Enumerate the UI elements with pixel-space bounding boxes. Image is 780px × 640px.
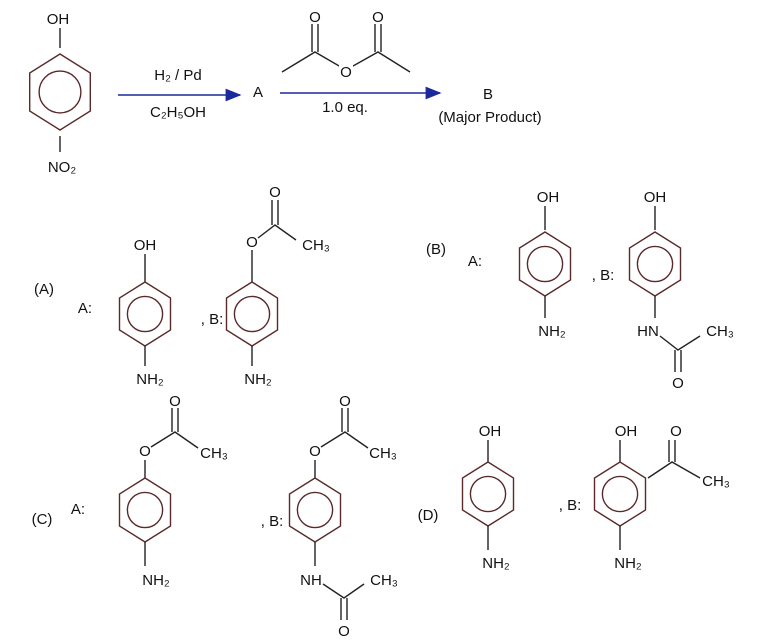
a-label: A: [468,253,482,270]
ring-hexagon [29,53,92,131]
ester-o: O [246,234,258,251]
carbonyl-o: O [372,9,384,26]
ch3-label: CH₃ [370,572,398,589]
aromatic-circle [296,491,334,529]
aromatic-circle [38,70,82,114]
ch3-label: CH₃ [369,445,397,462]
aromatic-circle [233,295,271,333]
a-label: A: [71,501,85,518]
aromatic-circle [126,295,164,333]
carbonyl-o: O [269,184,281,201]
oh-label: OH [134,237,157,254]
ch3-label: CH₃ [702,473,730,490]
carbonyl-o: O [309,9,321,26]
option-label: (A) [34,281,54,298]
oh-label: OH [47,11,70,28]
carbonyl-o: O [670,423,682,440]
option-a[interactable]: (A) A: OH NH₂ , B: O O CH₃ NH₂ [34,184,330,388]
step1-reagent: H₂ / Pd [154,67,202,84]
b-label: , B: [201,311,224,328]
acetic-anhydride: O O O [281,9,411,81]
benzene-ring [461,461,515,527]
ester-o: O [139,443,151,460]
intermediate-a: A [253,84,263,101]
no2-label: NO₂ [48,159,77,176]
b-label: , B: [261,513,284,530]
ch3-label: CH₃ [706,323,734,340]
benzene-ring [593,461,647,527]
carbonyl-o: O [169,393,181,410]
aromatic-circle [601,475,639,513]
nh2-label: NH₂ [614,555,642,572]
reactant-p-nitrophenol: OH NO₂ [29,11,92,176]
option-b[interactable]: (B) A: OH NH₂ , B: OH HN O CH₃ [426,189,734,392]
oh-label: OH [537,189,560,206]
nh2-label: NH₂ [136,371,164,388]
option-c[interactable]: (C) A: O O CH₃ NH₂ , B: O O CH₃ NH O CH₃ [32,393,398,640]
carbonyl-o: O [338,623,350,640]
step2-equivalents: 1.0 eq. [322,99,368,116]
b-label: , B: [559,497,582,514]
option-label: (B) [426,241,446,258]
oh-label: OH [644,189,667,206]
hn-label: HN [637,323,659,340]
nh2-label: NH₂ [244,371,272,388]
option-label: (D) [418,507,439,524]
option-d[interactable]: (D) OH NH₂ , B: OH O CH₃ NH₂ [418,423,730,572]
ch3-label: CH₃ [302,237,330,254]
option-label: (C) [32,511,53,528]
benzene-ring [118,281,172,347]
aromatic-circle [636,245,674,283]
a-label: A: [78,300,92,317]
bridge-o: O [340,64,352,81]
ester-o: O [309,443,321,460]
benzene-ring [225,281,279,347]
product-b: B [483,86,493,103]
product-note: (Major Product) [438,109,541,126]
carbonyl-o: O [339,393,351,410]
aromatic-circle [526,245,564,283]
benzene-ring [628,231,682,297]
benzene-ring [518,231,572,297]
benzene-ring [29,53,92,131]
oh-label: OH [615,423,638,440]
oh-label: OH [479,423,502,440]
b-label: , B: [592,267,615,284]
nh2-label: NH₂ [142,572,170,589]
nh2-label: NH₂ [538,323,566,340]
aromatic-circle [126,491,164,529]
ch3-label: CH₃ [200,445,228,462]
nh2-label: NH₂ [482,555,510,572]
benzene-ring [288,477,342,543]
carbonyl-o: O [672,375,684,392]
nh-label: NH [300,572,322,589]
aromatic-circle [469,475,507,513]
step1-solvent: C₂H₅OH [150,104,206,121]
benzene-ring [118,477,172,543]
